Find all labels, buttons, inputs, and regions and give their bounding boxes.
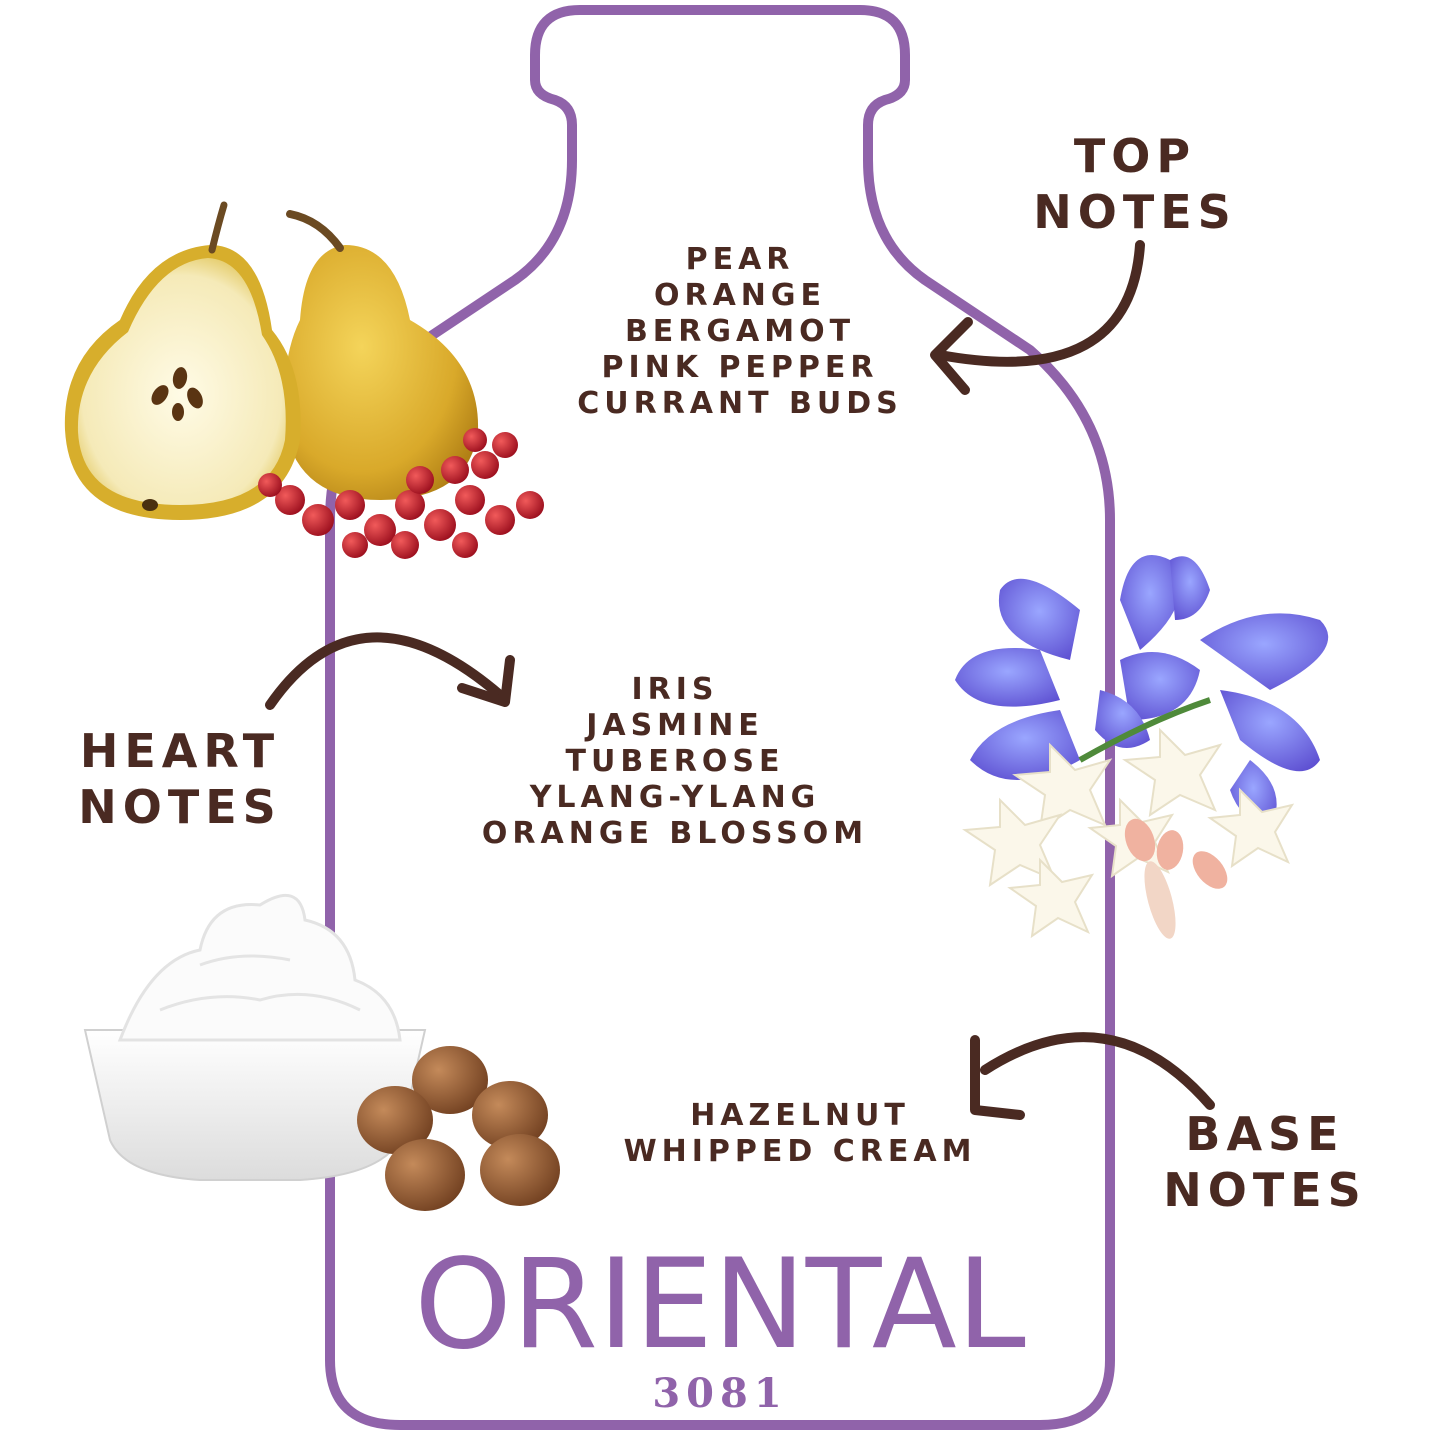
list-item: BERGAMOT <box>624 314 856 349</box>
whole-pear <box>284 245 479 500</box>
top-notes-label: TOP NOTES <box>1020 128 1250 240</box>
half-pear-stem <box>208 201 228 254</box>
base-notes-list: HAZELNUT WHIPPED CREAM <box>580 1098 1020 1170</box>
list-item: PINK PEPPER <box>601 350 879 385</box>
top-notes-arrow <box>930 240 1145 395</box>
hazelnuts <box>357 1046 560 1211</box>
whipped-cream <box>117 894 402 1042</box>
heart-notes-arrow <box>265 632 515 710</box>
base-notes-label-line2: NOTES <box>1163 1163 1367 1217</box>
arrows <box>265 240 1215 1120</box>
list-item: ORANGE BLOSSOM <box>481 816 869 851</box>
heart-notes-list: IRIS JASMINE TUBEROSE YLANG-YLANG ORANGE… <box>430 672 920 852</box>
top-notes-list: PEAR ORANGE BERGAMOT PINK PEPPER CURRANT… <box>500 242 980 422</box>
pink-pepper-berries <box>258 428 544 559</box>
brand-name: ORIENTAL <box>414 1233 1026 1377</box>
list-item: IRIS <box>631 672 719 707</box>
list-item: WHIPPED CREAM <box>623 1134 977 1169</box>
pear-seeds <box>151 367 203 421</box>
cream-hazelnut-illustration <box>83 894 560 1211</box>
bottle-outline <box>325 5 1115 1430</box>
heart-notes-label-line2: NOTES <box>78 780 282 834</box>
list-item: ORANGE <box>653 278 827 313</box>
heart-notes-label-line1: HEART <box>79 724 281 778</box>
iris-petals <box>955 555 1329 830</box>
top-notes-label-line1: TOP <box>1073 129 1197 183</box>
list-item: CURRANT BUDS <box>577 386 903 421</box>
brand-code: 3081 <box>652 1370 788 1417</box>
list-item: YLANG-YLANG <box>529 780 821 815</box>
tuberose-buds <box>1124 818 1228 939</box>
flower-illustration <box>955 555 1329 939</box>
list-item: HAZELNUT <box>690 1098 910 1133</box>
top-notes-label-line2: NOTES <box>1033 185 1237 239</box>
base-notes-label-line1: BASE <box>1185 1107 1345 1161</box>
list-item: JASMINE <box>586 708 764 743</box>
list-item: TUBEROSE <box>565 744 785 779</box>
list-item: PEAR <box>685 242 795 277</box>
base-notes-label: BASE NOTES <box>1150 1106 1380 1218</box>
whole-pear-stem <box>286 210 344 252</box>
pear-pepper-illustration <box>64 201 544 559</box>
base-notes-arrow <box>970 1032 1215 1120</box>
heart-notes-label: HEART NOTES <box>65 723 295 835</box>
